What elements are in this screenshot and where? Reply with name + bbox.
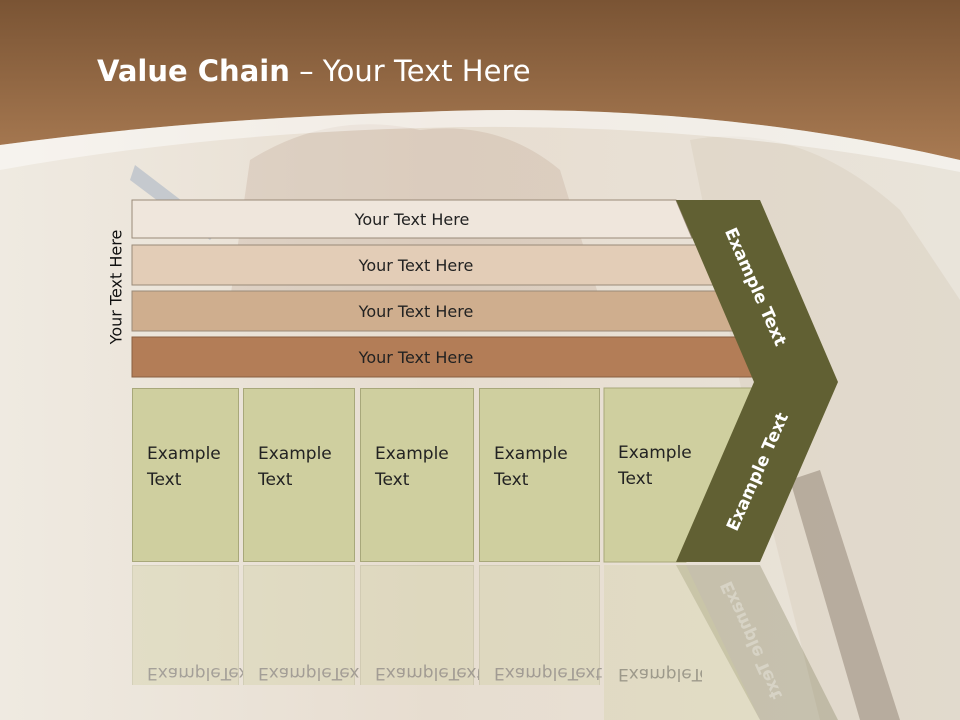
reflect-box-1: ExampleText <box>132 565 255 685</box>
title-rest: – Your Text Here <box>289 54 531 88</box>
slide-title: Value Chain – Your Text Here <box>97 54 531 88</box>
box-line2: Text <box>375 470 410 490</box>
reflect-box-3: ExampleText <box>360 565 483 685</box>
box-line2: Text <box>618 469 653 489</box>
box-line1: Example <box>258 663 332 683</box>
boxes-reflection: ExampleText ExampleText ExampleText Exam… <box>132 565 702 685</box>
chevron-reflection <box>676 565 838 720</box>
value-box-1: Example Text <box>132 388 239 562</box>
box-line2: Text <box>691 664 702 684</box>
row-label-4: Your Text Here <box>358 347 474 367</box>
reflect-box-4: ExampleText <box>479 565 603 685</box>
row-bar-1 <box>131 199 693 239</box>
box-line1: Example <box>147 663 221 683</box>
box-line2: Text <box>258 470 293 490</box>
title-bold: Value Chain <box>97 54 290 88</box>
value-box-4: Example Text <box>479 388 600 562</box>
row-label-1: Your Text Here <box>354 209 470 229</box>
reflect-box-5: ExampleText <box>604 565 702 685</box>
box-line1: Example <box>147 444 221 464</box>
reflect-box-2: ExampleText <box>243 565 366 685</box>
box-line1: Example <box>618 664 692 684</box>
box-line1: Example <box>494 444 568 464</box>
box-line1: Example <box>375 663 449 683</box>
box-line1: Example <box>375 444 449 464</box>
box-line2: Text <box>448 663 484 683</box>
row-label-3: Your Text Here <box>358 301 474 321</box>
box-line1: Example <box>258 444 332 464</box>
box-line2: Text <box>147 470 182 490</box>
box-line1: Example <box>618 443 692 463</box>
box-line1: Example <box>494 663 568 683</box>
row-label-2: Your Text Here <box>358 255 474 275</box>
value-box-2: Example Text <box>243 388 355 562</box>
value-box-3: Example Text <box>360 388 474 562</box>
box-5-reflection <box>604 565 760 720</box>
box-line2: Text <box>567 663 603 683</box>
chevron-shape <box>676 200 838 562</box>
value-box-5: Example Text <box>604 388 694 562</box>
box-line2: Text <box>494 470 529 490</box>
